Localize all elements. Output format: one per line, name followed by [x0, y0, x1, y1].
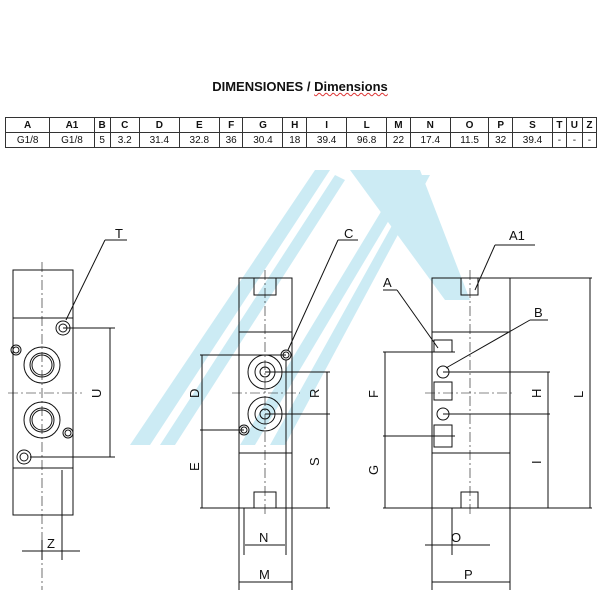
- front-view-middle: [200, 239, 358, 590]
- value-cell: 32.8: [178, 132, 220, 148]
- label-D: D: [187, 389, 202, 398]
- label-B: B: [534, 305, 543, 320]
- value-cell: 17.4: [409, 132, 451, 148]
- label-M: M: [259, 567, 270, 582]
- label-H: H: [529, 389, 544, 398]
- value-cell: G1/8: [49, 132, 95, 148]
- label-Z: Z: [47, 536, 55, 551]
- label-R: R: [307, 389, 322, 398]
- value-cell: 32: [488, 132, 514, 148]
- rear-view-right: [383, 244, 592, 590]
- label-L: L: [571, 391, 586, 398]
- label-P: P: [464, 567, 473, 582]
- dimension-labels: T U Z C D E R S N M A1 A B F G H I L O P: [47, 226, 586, 582]
- label-C: C: [344, 226, 353, 241]
- value-cell: -: [565, 132, 583, 148]
- value-cell: 5: [93, 132, 111, 148]
- value-cell: 39.4: [512, 132, 553, 148]
- label-S: S: [307, 457, 322, 466]
- label-A: A: [383, 275, 392, 290]
- label-T: T: [115, 226, 123, 241]
- label-A1: A1: [509, 228, 525, 243]
- value-cell: G1/8: [4, 132, 51, 148]
- label-N: N: [259, 530, 268, 545]
- label-U: U: [89, 389, 104, 398]
- title-separator: /: [303, 79, 315, 94]
- header-cell: G: [242, 117, 284, 133]
- label-G: G: [366, 465, 381, 475]
- value-cell: 11.5: [449, 132, 490, 148]
- watermark-logo: [130, 170, 470, 445]
- side-view-left: [8, 239, 127, 590]
- label-F: F: [366, 390, 381, 398]
- value-cell: 96.8: [346, 132, 388, 148]
- value-cell: 30.4: [242, 132, 284, 148]
- value-cell: 18: [282, 132, 308, 148]
- title-es: DIMENSIONES: [212, 79, 304, 94]
- label-O: O: [451, 530, 461, 545]
- label-E: E: [187, 462, 202, 471]
- value-cell: -: [581, 132, 598, 148]
- header-cell: Z: [581, 117, 598, 133]
- page-title: DIMENSIONES / Dimensions: [0, 79, 600, 94]
- value-cell: 3.2: [109, 132, 140, 148]
- label-I: I: [529, 460, 544, 464]
- title-en: Dimensions: [314, 79, 388, 94]
